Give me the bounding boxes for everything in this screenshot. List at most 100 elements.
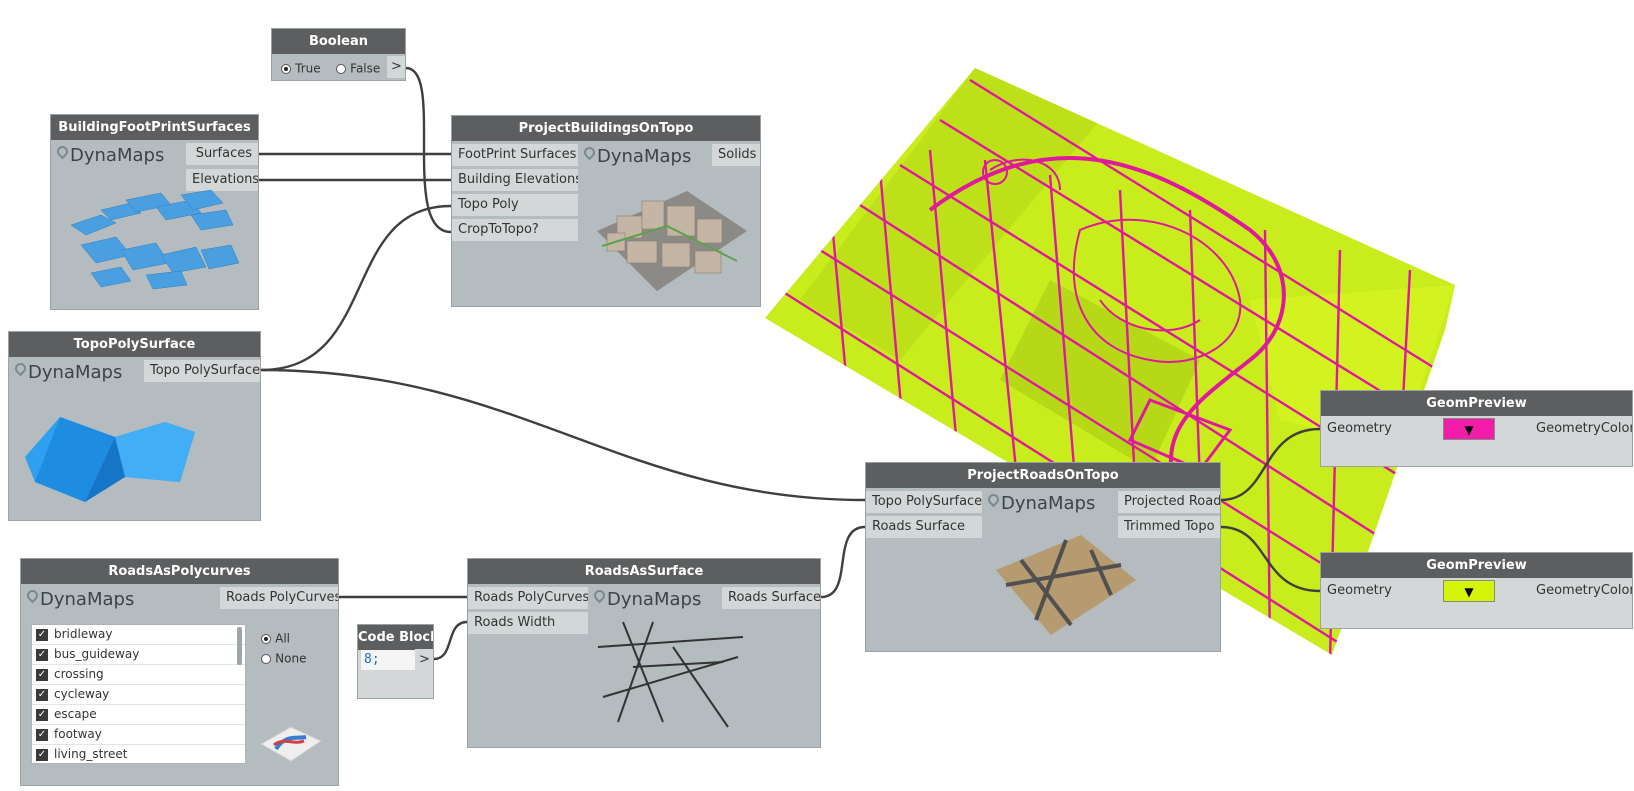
building-elevations-input-port[interactable]: Building Elevations [452,169,578,191]
boolean-output-port[interactable]: > [387,56,405,78]
topo-thumbnail [25,417,195,502]
list-item[interactable]: ✓crossing [32,665,245,685]
checkbox-checked-icon[interactable]: ✓ [36,628,48,641]
boolean-false-option[interactable]: False [336,61,380,76]
trimmed-topo-output-port[interactable]: Trimmed Topo [1118,516,1220,538]
option-label: All [275,631,291,646]
topo-polysurface-node[interactable]: TopoPolySurface DynaMaps Topo PolySurfac… [8,331,261,521]
list-item[interactable]: ✓cycleway [32,685,245,705]
dynamaps-logo: DynaMaps [985,491,1095,514]
boolean-true-option[interactable]: True [281,61,321,76]
surfaces-output-port[interactable]: Surfaces [186,143,258,165]
crop-to-topo-input-port[interactable]: CropToTopo? [452,219,578,241]
project-buildings-node[interactable]: ProjectBuildingsOnTopo FootPrint Surface… [451,115,761,307]
geom-preview-node-2[interactable]: GeomPreview Geometry ▼ GeometryColor [1320,552,1633,629]
option-label: None [275,651,307,666]
map-pin-icon [54,143,71,160]
footprint-surfaces-input-port[interactable]: FootPrint Surfaces [452,144,578,166]
wire-roadsurface-to-project-roads[interactable] [820,525,866,599]
wire-topo-to-project-roads[interactable] [260,368,866,502]
roads-polycurves-input-port[interactable]: Roads PolyCurves [468,587,588,609]
geometry-color-input-port[interactable]: GeometryColor [1530,580,1632,602]
buildings-thumbnail [597,191,747,291]
roads-surface-input-port[interactable]: Roads Surface [866,516,982,538]
radio-true-icon[interactable] [281,63,291,74]
wire-trimmed-topo-to-geom2[interactable] [1220,525,1321,593]
node-title: RoadsAsSurface [468,559,820,584]
list-item[interactable]: ✓footway [32,725,245,745]
projected-road-output-port[interactable]: Projected Road [1118,491,1220,513]
node-title: GeomPreview [1321,391,1632,416]
boolean-node[interactable]: Boolean True False > [271,28,406,81]
roads-as-polycurves-node[interactable]: RoadsAsPolycurves DynaMaps Roads PolyCur… [20,558,339,786]
node-title: TopoPolySurface [9,332,260,357]
checkbox-checked-icon[interactable]: ✓ [36,668,48,681]
checkbox-checked-icon[interactable]: ✓ [36,648,48,661]
code-block-output-port[interactable]: > [415,649,433,671]
code-block-node[interactable]: Code Block 8; > [357,624,434,699]
map-pin-icon [985,491,1002,508]
list-item[interactable]: ✓bridleway [32,625,245,645]
node-title: GeomPreview [1321,553,1632,578]
select-none-option[interactable]: None [261,651,306,666]
wire-topo-to-topo-poly[interactable] [260,204,452,372]
map-pin-icon [581,144,598,161]
roads-topo-thumbnail [996,535,1136,635]
map-thumbnail-icon [259,726,323,762]
color-picker-dropdown[interactable]: ▼ [1443,418,1495,440]
building-footprint-node[interactable]: BuildingFootPrintSurfaces DynaMaps Surfa… [50,114,259,310]
dynamaps-logo: DynaMaps [24,587,134,610]
checkbox-checked-icon[interactable]: ✓ [36,688,48,701]
color-picker-dropdown[interactable]: ▼ [1443,580,1495,602]
geom-preview-node-1[interactable]: GeomPreview Geometry ▼ GeometryColor [1320,390,1633,467]
option-label: True [295,61,321,76]
dropdown-triangle-icon: ▼ [1464,585,1474,599]
select-all-option[interactable]: All [261,631,290,646]
dynamaps-logo: DynaMaps [591,587,701,610]
map-pin-icon [12,360,29,377]
wire-boolean-to-croptotopo[interactable] [405,66,452,234]
roads-as-surface-node[interactable]: RoadsAsSurface Roads PolyCurves Roads Wi… [467,558,821,748]
project-roads-node[interactable]: ProjectRoadsOnTopo Topo PolySurface Road… [865,462,1221,652]
code-editor[interactable]: 8; [361,650,416,670]
node-title: Boolean [272,29,405,54]
topo-polysurface-input-port[interactable]: Topo PolySurface [866,491,982,513]
geometry-input-port[interactable]: Geometry [1321,580,1393,602]
solids-output-port[interactable]: Solids [712,144,760,166]
list-item[interactable]: ✓living_street [32,745,245,763]
list-scrollbar[interactable] [237,627,242,665]
map-pin-icon [591,587,608,604]
node-title: ProjectRoadsOnTopo [866,463,1220,488]
dynamaps-logo: DynaMaps [12,360,122,383]
checkbox-checked-icon[interactable]: ✓ [36,708,48,721]
node-title: RoadsAsPolycurves [21,559,338,584]
roads-width-input-port[interactable]: Roads Width [468,612,588,634]
dropdown-triangle-icon: ▼ [1464,423,1474,437]
wire-codeblock-to-roads-width[interactable] [433,620,468,661]
list-item[interactable]: ✓escape [32,705,245,725]
geometry-color-input-port[interactable]: GeometryColor [1530,418,1632,440]
node-title: Code Block [358,625,433,650]
footprint-thumbnail [70,189,240,290]
list-item[interactable]: ✓bus_guideway [32,645,245,665]
geometry-input-port[interactable]: Geometry [1321,418,1393,440]
radio-false-icon[interactable] [336,63,346,74]
road-type-list[interactable]: ✓bridleway ✓bus_guideway ✓crossing ✓cycl… [31,624,246,764]
roads-surface-output-port[interactable]: Roads Surface [722,587,820,609]
topo-polysurface-output-port[interactable]: Topo PolySurface [144,360,260,382]
checkbox-checked-icon[interactable]: ✓ [36,748,48,761]
node-title: ProjectBuildingsOnTopo [452,116,760,141]
roads-polycurves-output-port[interactable]: Roads PolyCurves [220,587,338,609]
topo-poly-input-port[interactable]: Topo Poly [452,194,578,216]
radio-all-icon[interactable] [261,633,271,644]
elevations-output-port[interactable]: Elevations [186,169,258,191]
checkbox-checked-icon[interactable]: ✓ [36,728,48,741]
map-pin-icon [24,587,41,604]
node-title: BuildingFootPrintSurfaces [51,115,258,140]
dynamaps-logo: DynaMaps [54,143,164,166]
wire-projected-road-to-geom1[interactable] [1220,427,1321,502]
roads-surface-thumbnail [597,621,743,728]
radio-none-icon[interactable] [261,653,271,664]
option-label: False [350,61,381,76]
